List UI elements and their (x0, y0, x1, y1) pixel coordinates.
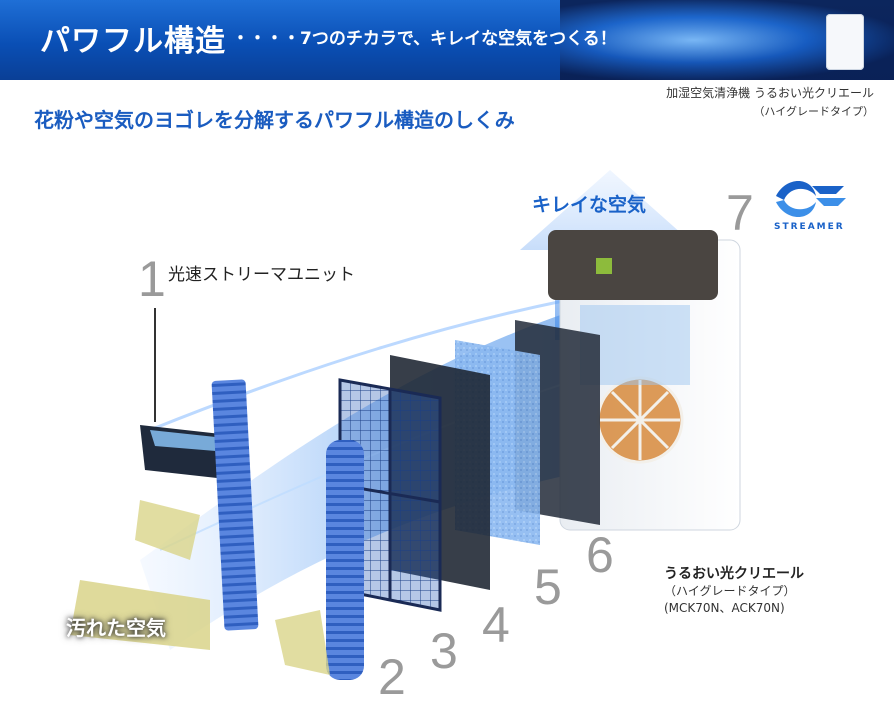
structure-diagram (70, 170, 741, 680)
header-banner: パワフル構造 ・・・・7つのチカラで、キレイな空気をつくる！ (0, 0, 894, 80)
dirty-air-arrow-1 (135, 500, 200, 560)
dirty-air-arrow-3 (275, 610, 330, 675)
blue-tube-left (211, 379, 259, 631)
dirty-air-label: 汚れた空気 (66, 616, 166, 640)
caption-name: うるおい光クリエール (664, 566, 804, 582)
caption-grade: （ハイグレードタイプ） (664, 584, 796, 598)
product-name-top: 加湿空気清浄機 うるおい光クリエール （ハイグレードタイプ） (650, 84, 894, 119)
number-1: 1 (138, 251, 166, 307)
purifier-top-panel (548, 230, 718, 300)
product-caption: うるおい光クリエール （ハイグレードタイプ） (MCK70N、ACK70N) (664, 566, 804, 617)
header-title: パワフル構造 (40, 24, 226, 59)
number-4: 4 (482, 597, 510, 653)
blue-tube-2 (326, 440, 364, 680)
streamer-logo-icon (776, 181, 846, 217)
streamer-unit-label: 光速ストリーマユニット (168, 265, 355, 285)
header-subtitle: ・・・・7つのチカラで、キレイな空気をつくる！ (232, 29, 617, 49)
indicator-light (596, 258, 612, 274)
number-6: 6 (586, 527, 614, 583)
section-heading: 花粉や空気のヨゴレを分解するパワフル構造のしくみ (34, 108, 515, 132)
product-name: 加湿空気清浄機 うるおい光クリエール (666, 86, 874, 100)
clean-air-label: キレイな空気 (532, 194, 647, 216)
caption-models: (MCK70N、ACK70N) (664, 601, 785, 615)
streamer-logo-text: STREAMER (774, 222, 845, 232)
number-5: 5 (534, 559, 562, 615)
product-grade: （ハイグレードタイプ） (753, 105, 874, 118)
number-7: 7 (726, 185, 754, 241)
number-2: 2 (378, 649, 406, 705)
dirty-air-arrow-2 (70, 580, 210, 650)
number-3: 3 (430, 623, 458, 679)
product-thumbnail (826, 14, 864, 70)
